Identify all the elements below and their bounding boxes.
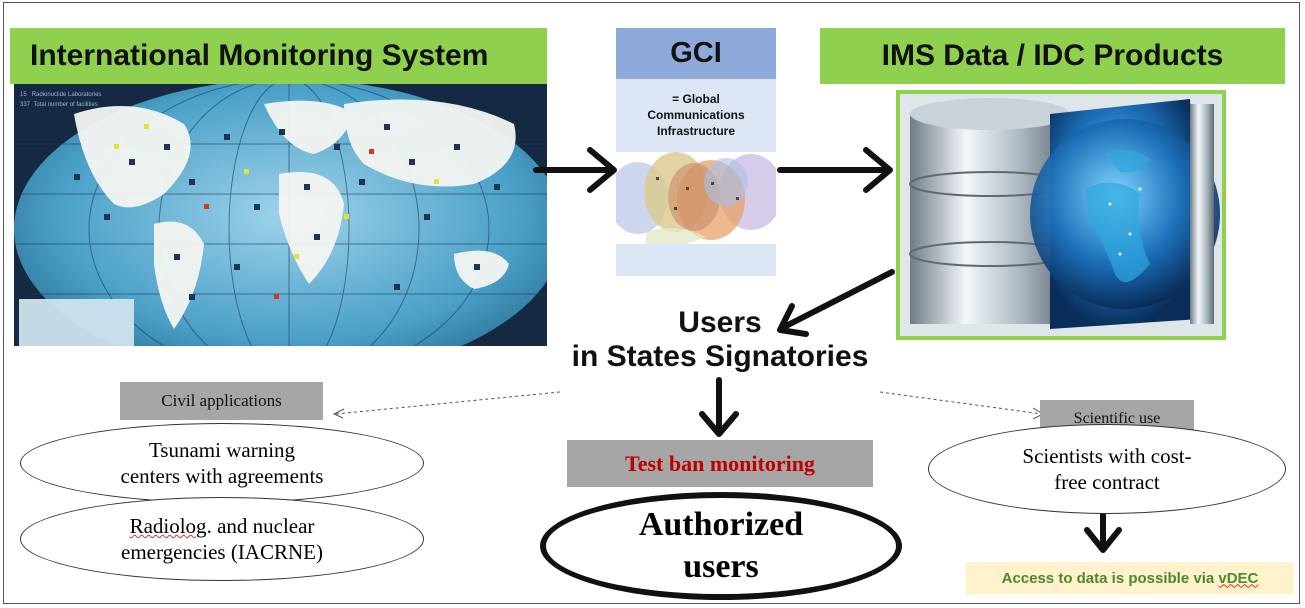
gci-coverage-map	[616, 152, 776, 244]
diagram-frame	[3, 2, 1300, 604]
map-legend-item: 15 Radionuclide Laboratories	[20, 92, 102, 98]
products-title: IMS Data / IDC Products	[881, 39, 1224, 72]
gci-definition: = Global Communications Infrastructure	[616, 91, 776, 139]
authorized-line: users	[683, 548, 759, 585]
vdec-word: vDEC	[1218, 569, 1259, 587]
gci-panel: GCI = Global Communications Infrastructu…	[616, 28, 776, 276]
tsunami-line: Tsunami warning	[148, 438, 296, 462]
scientific-use-label: Scientific use	[1073, 410, 1161, 427]
data-products-image	[896, 90, 1226, 340]
civil-applications-tag: Civil applications	[120, 382, 323, 420]
database-globe-graphic	[900, 94, 1222, 336]
arrow-users-to-testban-head	[699, 411, 739, 437]
world-map: 15 Radionuclide Laboratories 337 Total n…	[14, 84, 547, 346]
dashed-arrow-to-science	[879, 391, 1043, 415]
gci-definition-line: = Global	[672, 92, 720, 106]
authorized-line: Authorized	[638, 506, 804, 543]
emergencies-line: emergencies (IACRNE)	[121, 540, 323, 564]
gci-coverage-graphic	[616, 152, 776, 244]
arrow-science-to-access-head	[1084, 527, 1122, 553]
arrow-products-to-users-head	[777, 303, 809, 337]
map-legend-item: 337 Total number of facilities	[20, 102, 98, 108]
map-legend: 15 Radionuclide Laboratories 337 Total n…	[20, 90, 101, 110]
arrow-ims-to-gci-head	[587, 147, 617, 193]
radiolog-word: Radiolog	[129, 514, 207, 538]
test-ban-monitoring-tag: Test ban monitoring	[567, 440, 873, 487]
gci-title-box: GCI	[616, 28, 776, 79]
arrow-products-to-users	[779, 269, 895, 331]
authorized-users-ellipse: Authorized users	[540, 492, 902, 600]
database-graphic	[900, 94, 1222, 336]
radiolog-rest: . and nuclear	[206, 514, 315, 538]
scientists-ellipse: Scientists with cost- free contract	[928, 424, 1286, 514]
ims-title: International Monitoring System	[30, 39, 489, 72]
dashed-arrow-to-civil	[335, 391, 561, 415]
products-title-box: IMS Data / IDC Products	[820, 28, 1285, 84]
users-line2: in States Signatories	[571, 340, 869, 373]
world-map-graphic	[14, 84, 547, 346]
test-ban-monitoring-label: Test ban monitoring	[625, 450, 815, 476]
vdec-access-box: Access to data is possible via vDEC	[966, 562, 1294, 594]
scientists-line: Scientists with cost-	[1022, 444, 1192, 468]
dashed-arrow-to-civil-head	[332, 408, 345, 419]
arrow-gci-to-products-head	[863, 147, 893, 193]
gci-title: GCI	[670, 37, 722, 69]
civil-applications-label: Civil applications	[161, 391, 282, 410]
ims-title-box: International Monitoring System	[10, 28, 547, 84]
gci-definition-line: Infrastructure	[656, 124, 736, 138]
users-label: Users in States Signatories	[560, 306, 880, 374]
tsunami-line: centers with agreements	[120, 464, 324, 488]
users-line1: Users	[678, 306, 762, 339]
radiolog-ellipse: Radiolog. and nuclear emergencies (IACRN…	[20, 497, 424, 581]
tsunami-warning-ellipse: Tsunami warning centers with agreements	[20, 423, 424, 503]
radiolog-line: Radiolog. and nuclear	[121, 513, 323, 539]
scientists-line: free contract	[1054, 470, 1160, 494]
vdec-access-text: Access to data is possible via	[1001, 569, 1219, 587]
gci-definition-line: Communications	[647, 108, 745, 122]
